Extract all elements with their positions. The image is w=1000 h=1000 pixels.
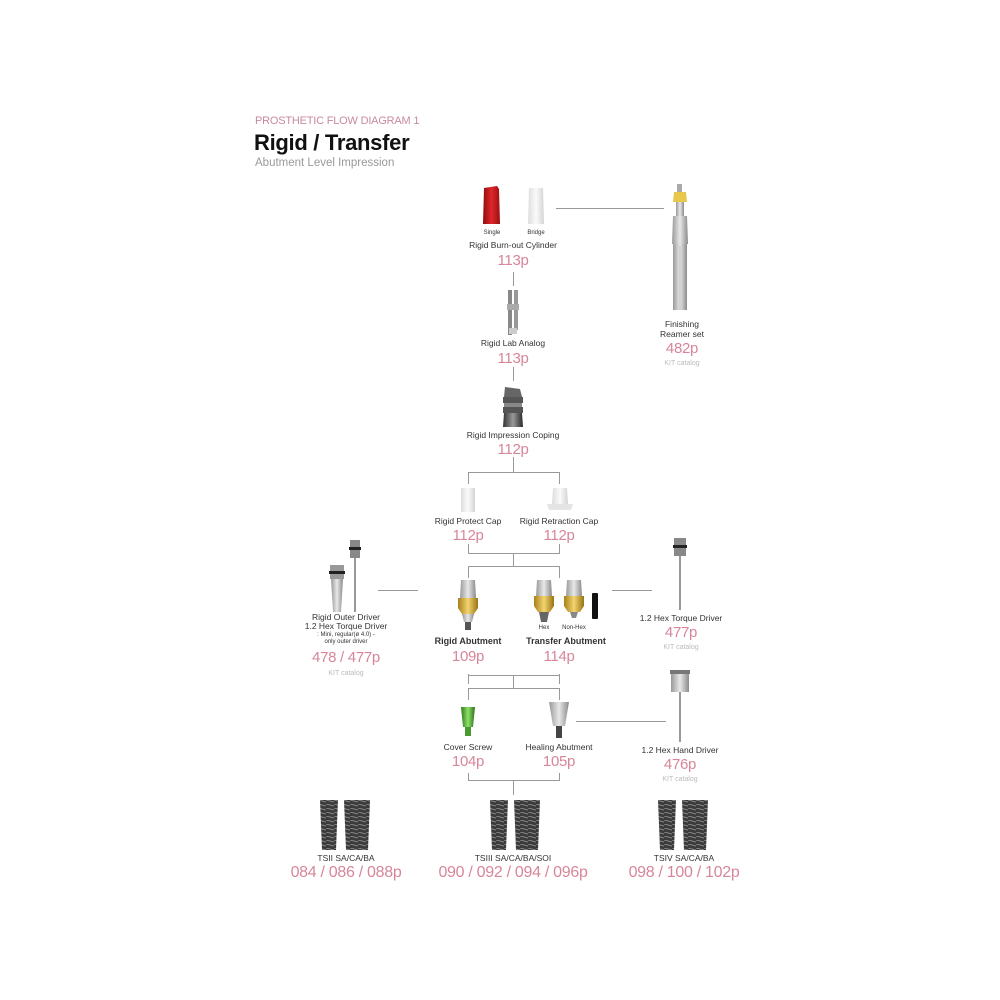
finishing-reamer-image — [672, 184, 688, 310]
connector-abut-bottom-left — [468, 674, 469, 684]
finishing-reamer-page[interactable]: 482p — [665, 340, 699, 357]
diagram-kicker: PROSTHETIC FLOW DIAGRAM 1 — [255, 115, 420, 127]
variant-single: Single — [483, 230, 501, 236]
connector-cover-bottom — [468, 773, 469, 781]
transfer-screw-image — [592, 593, 598, 619]
rigid-outer-driver-image — [329, 540, 361, 612]
connector-abut-bottom-right — [559, 674, 560, 684]
connector-coping-caps — [513, 457, 514, 472]
page-subtitle: Abutment Level Impression — [255, 157, 395, 169]
transfer-abutment-page[interactable]: 114p — [543, 648, 575, 665]
cover-screw-image — [461, 707, 475, 736]
tsiii-page[interactable]: 090 / 092 / 094 / 096p — [438, 864, 588, 881]
lab-analog-label: Rigid Lab Analog — [480, 338, 546, 348]
connector-outer-driver — [378, 590, 418, 591]
healing-abutment-image — [549, 702, 569, 738]
rigid-abutment-label: Rigid Abutment — [434, 636, 502, 646]
tsiv-label: TSIV SA/CA/BA — [653, 853, 715, 863]
burnout-cylinder-single-image — [483, 186, 500, 224]
rigid-abutment-image — [458, 580, 478, 630]
connector-healing-top — [468, 688, 559, 689]
connector-caps-abutments — [513, 553, 514, 566]
variant-non-hex: Non-Hex — [562, 625, 586, 631]
page-title: Rigid / Transfer — [254, 130, 410, 155]
lab-analog-page[interactable]: 113p — [497, 350, 529, 367]
protect-cap-label: Rigid Protect Cap — [434, 516, 502, 526]
connector-fixtures — [513, 780, 514, 795]
burnout-cylinder-label: Rigid Burn-out Cylinder — [469, 240, 557, 250]
tsiv-page[interactable]: 098 / 100 / 102p — [628, 864, 740, 881]
tsiv-fixture-image — [658, 800, 708, 850]
retraction-cap-image — [547, 488, 573, 510]
connector-healing-left — [468, 688, 469, 700]
retraction-cap-page[interactable]: 112p — [543, 527, 575, 544]
connector-caps-top — [468, 472, 559, 473]
connector-hand-driver — [576, 721, 666, 722]
connector-abutments-left — [468, 566, 469, 578]
tsiii-fixture-image — [490, 800, 540, 850]
connector-caps-bottom-left — [468, 544, 469, 554]
variant-hex: Hex — [538, 625, 550, 631]
burnout-cylinder-page[interactable]: 113p — [497, 252, 529, 269]
hex-torque-driver-image — [673, 538, 687, 610]
connector-burnout-analog — [513, 272, 514, 286]
connector-caps-right — [559, 472, 560, 484]
connector-abutments-right — [559, 566, 560, 578]
hex-torque-driver-label: 1.2 Hex Torque Driver — [639, 613, 723, 623]
hex-torque-driver-kit: KIT catalog — [663, 644, 699, 651]
impression-coping-label: Rigid Impression Coping — [466, 430, 560, 440]
cover-screw-page[interactable]: 104p — [451, 753, 485, 770]
rigid-abutment-page[interactable]: 109p — [451, 648, 485, 665]
outer-driver-note-1: : Mini, regular(ø 4.0) - — [317, 632, 375, 638]
outer-driver-note-2: only outer driver — [324, 639, 368, 645]
tsii-label: TSII SA/CA/BA — [317, 853, 375, 863]
connector-analog-coping — [513, 367, 514, 381]
outer-driver-label-2: 1.2 Hex Torque Driver — [304, 621, 388, 631]
connector-healing-bottom — [559, 773, 560, 781]
outer-driver-kit: KIT catalog — [328, 670, 364, 677]
protect-cap-page[interactable]: 112p — [452, 527, 484, 544]
cover-screw-label: Cover Screw — [443, 742, 493, 752]
connector-caps-left — [468, 472, 469, 484]
connector-burnout-reamer — [556, 208, 664, 209]
finishing-reamer-label-2: Reamer set — [660, 329, 704, 339]
healing-abutment-label: Healing Abutment — [525, 742, 593, 752]
healing-abutment-page[interactable]: 105p — [542, 753, 576, 770]
variant-bridge: Bridge — [527, 230, 545, 236]
connector-abut-healing — [513, 675, 514, 688]
tsiii-label: TSIII SA/CA/BA/SOI — [474, 853, 552, 863]
tsii-page[interactable]: 084 / 086 / 088p — [290, 864, 402, 881]
transfer-abutment-label: Transfer Abutment — [526, 636, 606, 646]
connector-caps-bottom-right — [559, 544, 560, 554]
hex-hand-driver-kit: KIT catalog — [662, 776, 698, 783]
outer-driver-label-1: Rigid Outer Driver — [311, 612, 381, 622]
hex-hand-driver-image — [670, 670, 690, 742]
connector-abutments-top — [468, 566, 559, 567]
hex-torque-driver-page[interactable]: 477p — [664, 624, 698, 641]
hex-hand-driver-label: 1.2 Hex Hand Driver — [641, 745, 719, 755]
finishing-reamer-label-1: Finishing — [664, 319, 700, 329]
outer-driver-page[interactable]: 478 / 477p — [312, 649, 380, 666]
hex-hand-driver-page[interactable]: 476p — [663, 756, 697, 773]
burnout-cylinder-bridge-image — [528, 188, 544, 224]
connector-healing-right — [559, 688, 560, 700]
impression-coping-image — [503, 387, 523, 427]
lab-analog-image — [507, 290, 519, 335]
finishing-reamer-kit: KIT catalog — [664, 360, 700, 367]
protect-cap-image — [461, 488, 475, 512]
retraction-cap-label: Rigid Retraction Cap — [519, 516, 599, 526]
connector-torque-driver — [612, 590, 652, 591]
transfer-abutment-non-hex-image — [564, 580, 584, 618]
tsii-fixture-image — [320, 800, 370, 850]
impression-coping-page[interactable]: 112p — [497, 441, 529, 458]
transfer-abutment-hex-image — [534, 580, 554, 622]
